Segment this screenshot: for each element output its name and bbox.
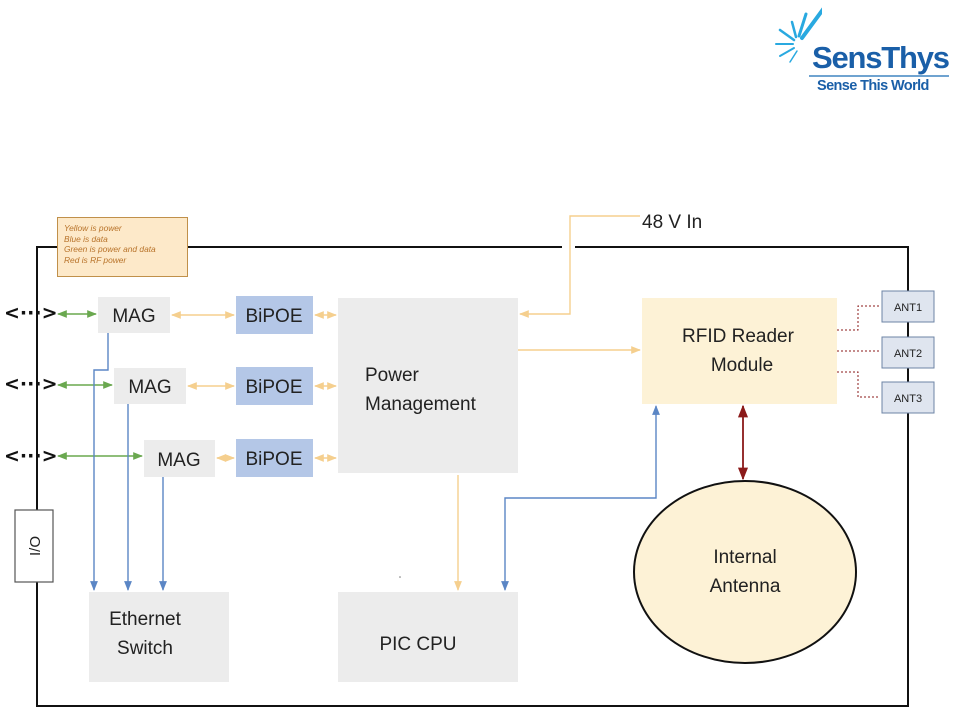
logo-underline <box>809 75 949 77</box>
mag-label-1: MAG <box>112 306 155 327</box>
rf-link-ant3 <box>837 372 880 397</box>
legend-line-2: Blue is data <box>64 234 181 245</box>
power-management-label-line1: Power <box>365 365 420 386</box>
data-link-cpu-rfid <box>505 406 656 590</box>
io-label: I/O <box>27 536 44 556</box>
rfid-reader-block <box>642 298 837 404</box>
legend-line-3: Green is power and data <box>64 244 181 255</box>
legend-line-1: Yellow is power <box>64 223 181 234</box>
data-link-mag1-switch <box>94 333 108 590</box>
internal-antenna-label-line2: Antenna <box>710 576 781 597</box>
connector-icon-1: <···> <box>4 303 58 323</box>
ant3-label: ANT3 <box>894 393 922 405</box>
logo-wordmark: SensThys <box>812 40 949 76</box>
ethernet-switch-label-line1: Ethernet <box>109 609 182 630</box>
ant1-label: ANT1 <box>894 302 922 314</box>
mag-label-3: MAG <box>157 450 200 471</box>
bipoe-label-1: BiPOE <box>245 306 302 327</box>
connector-icon-2: <···> <box>4 374 58 394</box>
bipoe-label-2: BiPOE <box>245 377 302 398</box>
legend-line-4: Red is RF power <box>64 255 181 266</box>
mag-label-2: MAG <box>128 377 171 398</box>
bipoe-label-3: BiPOE <box>245 449 302 470</box>
connector-icon-3: <···> <box>4 446 58 466</box>
stray-dot <box>399 576 401 578</box>
ant2-label: ANT2 <box>894 348 922 360</box>
power-management-label-line2: Management <box>365 394 477 415</box>
ethernet-switch-block <box>89 592 229 682</box>
pic-cpu-label: PIC CPU <box>379 634 456 655</box>
color-legend: Yellow is power Blue is data Green is po… <box>57 217 188 277</box>
input-48v-label: 48 V In <box>642 212 702 233</box>
internal-antenna-label-line1: Internal <box>713 547 776 568</box>
power-link-48v-in <box>520 216 640 314</box>
sensthys-logo: SensThys Sense This World <box>762 4 952 96</box>
internal-antenna-circle <box>634 481 856 663</box>
logo-tagline: Sense This World <box>817 78 929 94</box>
ethernet-switch-label-line2: Switch <box>117 638 173 659</box>
rfid-reader-label-line2: Module <box>711 355 773 376</box>
rf-link-ant1 <box>837 306 880 330</box>
rfid-reader-label-line1: RFID Reader <box>682 326 795 347</box>
